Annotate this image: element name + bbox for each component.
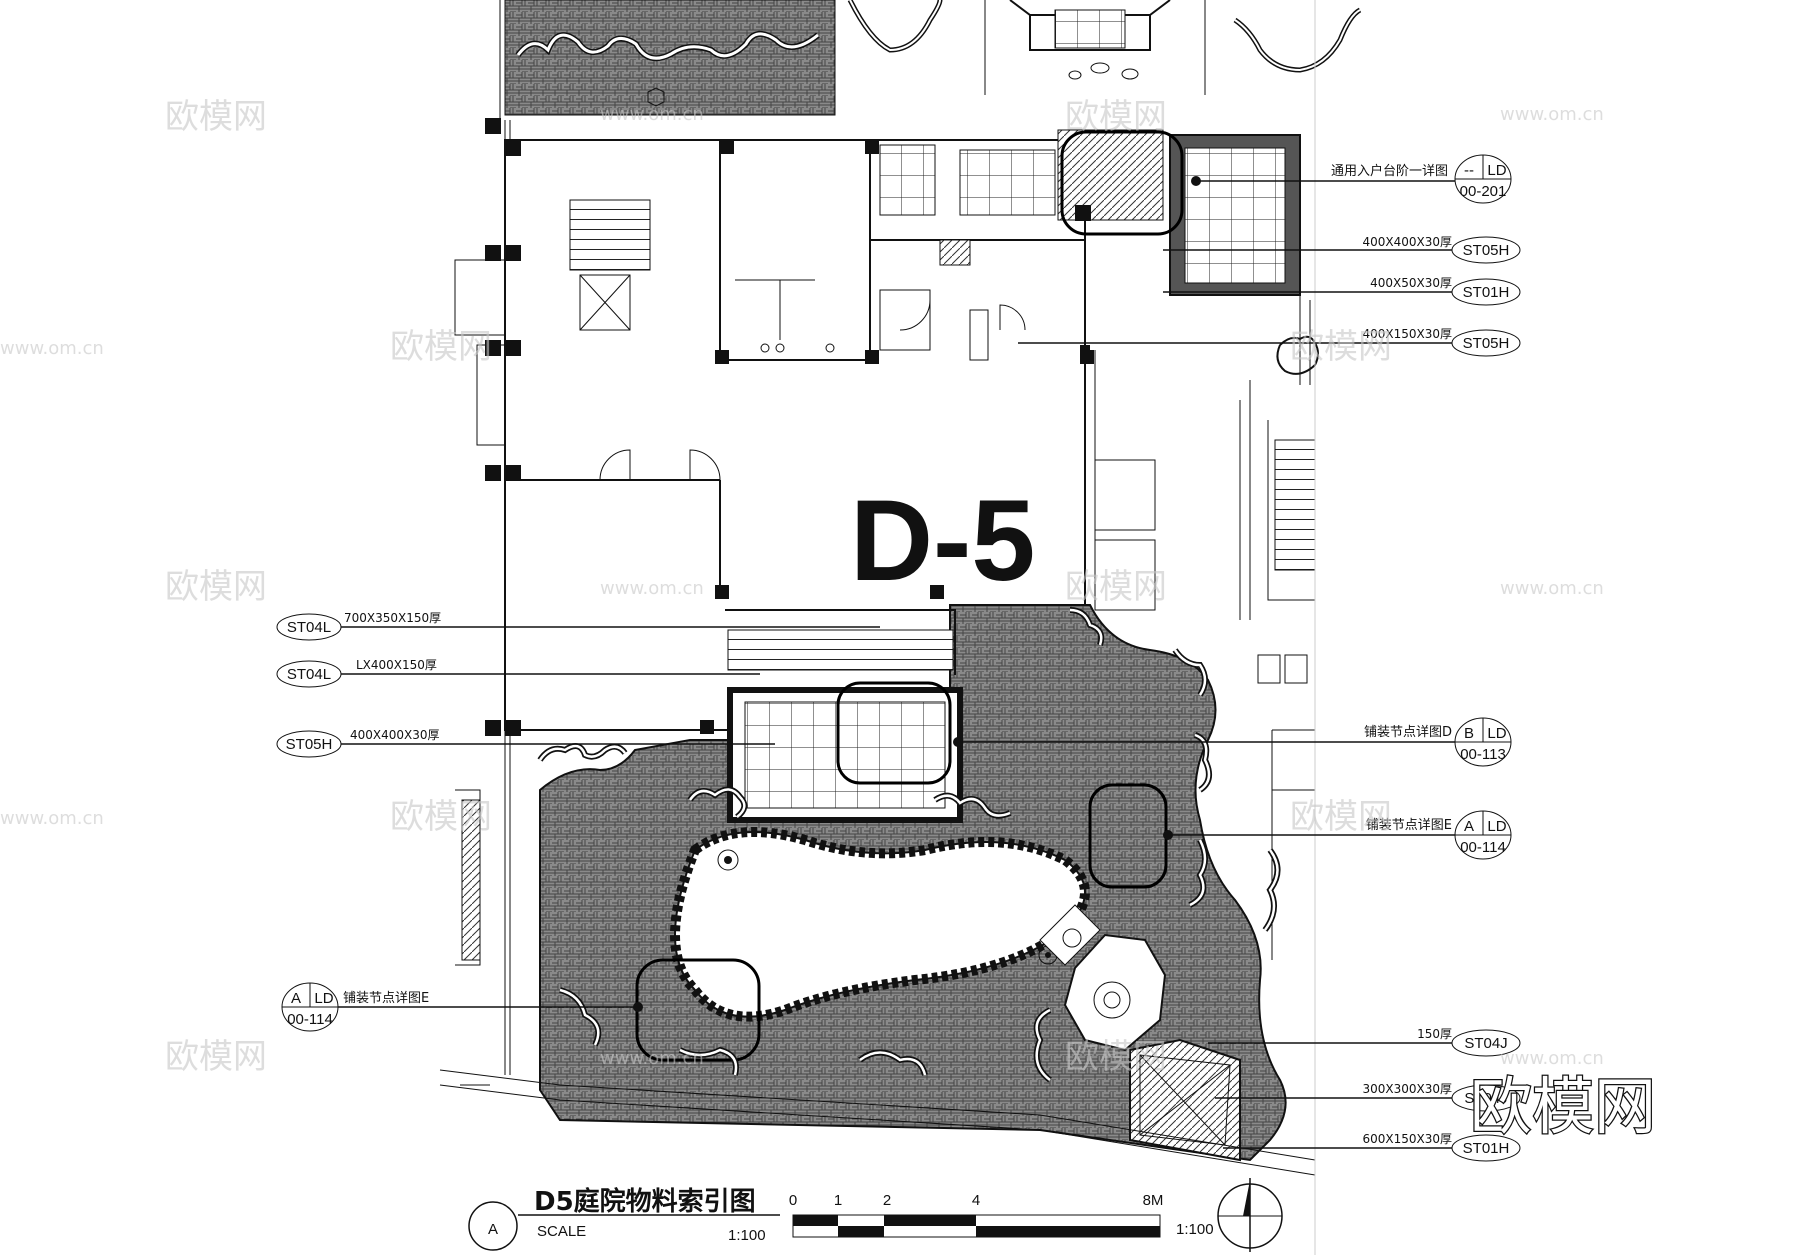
callout-desc: 300X300X30厚: [1362, 1082, 1452, 1096]
callout-desc: 150厚: [1417, 1027, 1452, 1041]
svg-text:ST01H: ST01H: [1463, 1140, 1510, 1157]
rockery-outlines: [537, 607, 1281, 1083]
svg-text:LD: LD: [1487, 818, 1506, 835]
title-scale-ratio: 1:100: [728, 1227, 766, 1244]
scale-bar: 0 1 2 4 8M 1:100: [789, 1192, 1214, 1238]
material-tag: ST04J: [1451, 1029, 1521, 1057]
watermarks: 欧模网 欧模网 欧模网 欧模网 欧模网 欧模网 欧模网 欧模网 欧模网 欧模网 …: [0, 97, 1604, 1077]
svg-text:www.om.cn: www.om.cn: [600, 1048, 704, 1069]
callout-desc: LX400X150厚: [356, 658, 437, 672]
svg-text:00-114: 00-114: [287, 1011, 333, 1028]
scale-tick: 1: [834, 1192, 842, 1209]
svg-text:www.om.cn: www.om.cn: [600, 578, 704, 599]
material-tag: ST05H: [1451, 236, 1521, 264]
svg-text:www.om.cn: www.om.cn: [0, 808, 104, 829]
svg-text:欧模网: 欧模网: [1470, 1070, 1656, 1143]
scale-tick: 4: [972, 1192, 980, 1209]
callout-desc: 铺装节点详图E: [343, 991, 429, 1006]
svg-text:欧模网: 欧模网: [165, 97, 267, 137]
detail-tag-paving-d: B LD 00-113: [1454, 717, 1512, 767]
callout-desc: 铺装节点详图D: [1364, 725, 1452, 740]
svg-text:欧模网: 欧模网: [1065, 97, 1167, 137]
scale-tick: 0: [789, 1192, 797, 1209]
svg-text:欧模网: 欧模网: [390, 327, 492, 367]
svg-text:ST05H: ST05H: [1463, 242, 1510, 259]
material-tag: ST05H: [276, 730, 342, 758]
callout-desc: 400X400X30厚: [1362, 235, 1452, 249]
callout-desc: 400X50X30厚: [1370, 276, 1452, 290]
svg-text:欧模网: 欧模网: [1290, 327, 1392, 367]
svg-text:A: A: [1464, 818, 1474, 835]
watermark-logo: 欧模网: [1469, 1069, 1658, 1145]
top-landscape: [504, 0, 1362, 116]
material-tag: ST04L: [276, 613, 342, 641]
scale-tick: 8M: [1143, 1192, 1164, 1209]
material-tag: ST05H: [1451, 329, 1521, 357]
entry-step-area: [1057, 129, 1319, 385]
structural-columns: [485, 118, 1094, 736]
material-tag: ST04L: [276, 660, 342, 688]
drawing-title: D5庭院物料索引图: [534, 1186, 756, 1217]
svg-text:www.om.cn: www.om.cn: [1500, 104, 1604, 125]
svg-text:00-113: 00-113: [1460, 746, 1506, 763]
svg-text:欧模网: 欧模网: [1065, 1037, 1167, 1077]
svg-text:ST04J: ST04J: [1464, 1035, 1507, 1052]
unit-label: D-5: [850, 477, 1035, 605]
callout-desc: 400X400X30厚: [350, 728, 440, 742]
svg-text:ST04L: ST04L: [287, 666, 331, 683]
north-arrow-icon: [1217, 1178, 1283, 1252]
svg-text:LD: LD: [314, 990, 333, 1007]
svg-text:欧模网: 欧模网: [1290, 797, 1392, 837]
detail-tag-entry-step: -- LD 00-201: [1454, 154, 1512, 204]
right-callouts: -- LD 00-201 通用入户台阶一详图 ST05H 400X400X30厚…: [953, 154, 1521, 1162]
svg-text:欧模网: 欧模网: [165, 567, 267, 607]
svg-text:ST05H: ST05H: [286, 736, 333, 753]
svg-text:--: --: [1464, 162, 1474, 179]
detail-tag-paving-e-left: A LD 00-114: [281, 982, 339, 1032]
svg-text:ST04J: ST04J: [1464, 1090, 1507, 1107]
svg-text:欧模网: 欧模网: [165, 1037, 267, 1077]
detail-tag-paving-e: A LD 00-114: [1454, 810, 1512, 860]
svg-text:00-201: 00-201: [1460, 183, 1507, 200]
left-callouts: ST04L 700X350X150厚 ST04L LX400X150厚 ST05…: [276, 611, 880, 1032]
title-block: A D5庭院物料索引图 SCALE 1:100: [468, 1186, 780, 1251]
svg-text:www.om.cn: www.om.cn: [0, 338, 104, 359]
callout-desc: 400X150X30厚: [1362, 327, 1452, 341]
svg-text:ST01H: ST01H: [1463, 284, 1510, 301]
material-tag: ST01H: [1451, 1134, 1521, 1162]
svg-text:欧模网: 欧模网: [1065, 567, 1167, 607]
callout-desc: 铺装节点详图E: [1366, 818, 1452, 833]
svg-text:LD: LD: [1487, 162, 1506, 179]
svg-text:www.om.cn: www.om.cn: [1500, 578, 1604, 599]
svg-text:B: B: [1464, 725, 1474, 742]
svg-text:欧模网: 欧模网: [390, 797, 492, 837]
svg-text:www.om.cn: www.om.cn: [1500, 1048, 1604, 1069]
callout-desc: 600X150X30厚: [1362, 1132, 1452, 1146]
svg-text:LD: LD: [1487, 725, 1506, 742]
svg-text:ST04L: ST04L: [287, 619, 331, 636]
svg-text:A: A: [291, 990, 301, 1007]
material-tag: ST01H: [1451, 278, 1521, 306]
material-tag: ST04J: [1451, 1084, 1521, 1112]
svg-text:ST05H: ST05H: [1463, 335, 1510, 352]
scale-tick: 2: [883, 1192, 891, 1209]
callout-desc: 通用入户台阶一详图: [1331, 163, 1448, 179]
svg-text:00-114: 00-114: [1460, 839, 1506, 856]
scale-word: SCALE: [537, 1223, 586, 1240]
scale-bar-ratio: 1:100: [1176, 1221, 1214, 1238]
svg-text:www.om.cn: www.om.cn: [600, 104, 704, 125]
view-marker: A: [488, 1221, 498, 1238]
callout-desc: 700X350X150厚: [344, 611, 441, 625]
